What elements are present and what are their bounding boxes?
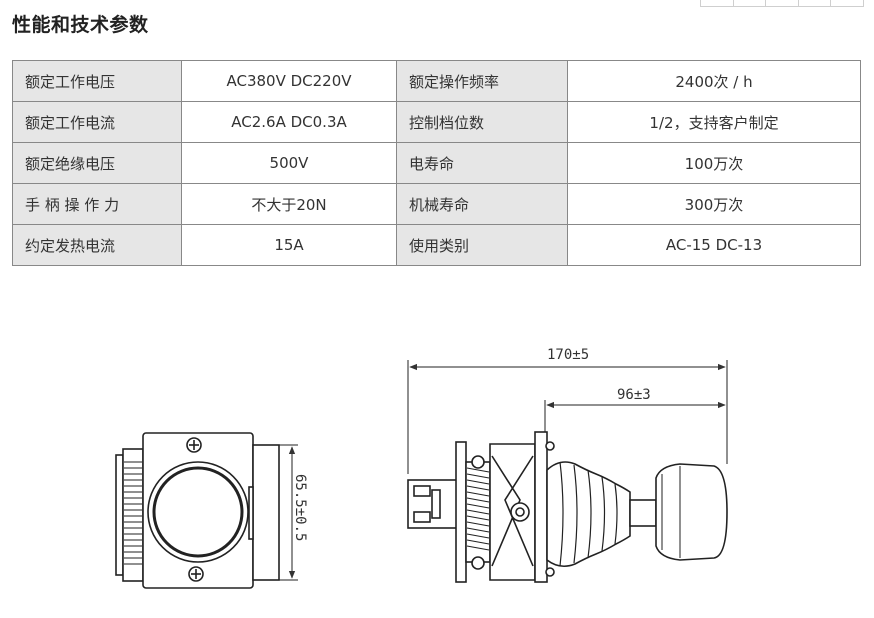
table-row: 额定工作电压 AC380V DC220V 额定操作频率 2400次 / h: [12, 60, 861, 102]
spec-value: AC380V DC220V: [181, 60, 397, 102]
overall-length-dimension: 170±5: [547, 347, 589, 363]
spec-value: 100万次: [567, 142, 861, 184]
top-page-strip: [700, 0, 864, 7]
spec-label: 机械寿命: [396, 183, 568, 225]
handle-length-dimension: 96±3: [617, 387, 651, 403]
spec-table: 额定工作电压 AC380V DC220V 额定操作频率 2400次 / h 额定…: [12, 60, 861, 266]
spec-label: 使用类别: [396, 224, 568, 266]
spec-label: 额定操作频率: [396, 60, 568, 102]
front-width-dimension: 65.5±0.5: [292, 474, 308, 541]
spec-value: 300万次: [567, 183, 861, 225]
spec-value: 不大于20N: [181, 183, 397, 225]
spec-label: 约定发热电流: [12, 224, 182, 266]
page-title: 性能和技术参数: [12, 14, 149, 36]
spec-value: 15A: [181, 224, 397, 266]
spec-label: 控制档位数: [396, 101, 568, 143]
front-view-drawing: [115, 432, 298, 589]
spec-label: 额定绝缘电压: [12, 142, 182, 184]
spec-value: 500V: [181, 142, 397, 184]
table-row: 额定绝缘电压 500V 电寿命 100万次: [12, 142, 861, 184]
table-row: 约定发热电流 15A 使用类别 AC-15 DC-13: [12, 224, 861, 266]
spec-label: 手 柄 操 作 力: [12, 183, 182, 225]
table-row: 手 柄 操 作 力 不大于20N 机械寿命 300万次: [12, 183, 861, 225]
spec-label: 额定工作电压: [12, 60, 182, 102]
spec-value: AC-15 DC-13: [567, 224, 861, 266]
side-view-drawing: [407, 360, 728, 583]
